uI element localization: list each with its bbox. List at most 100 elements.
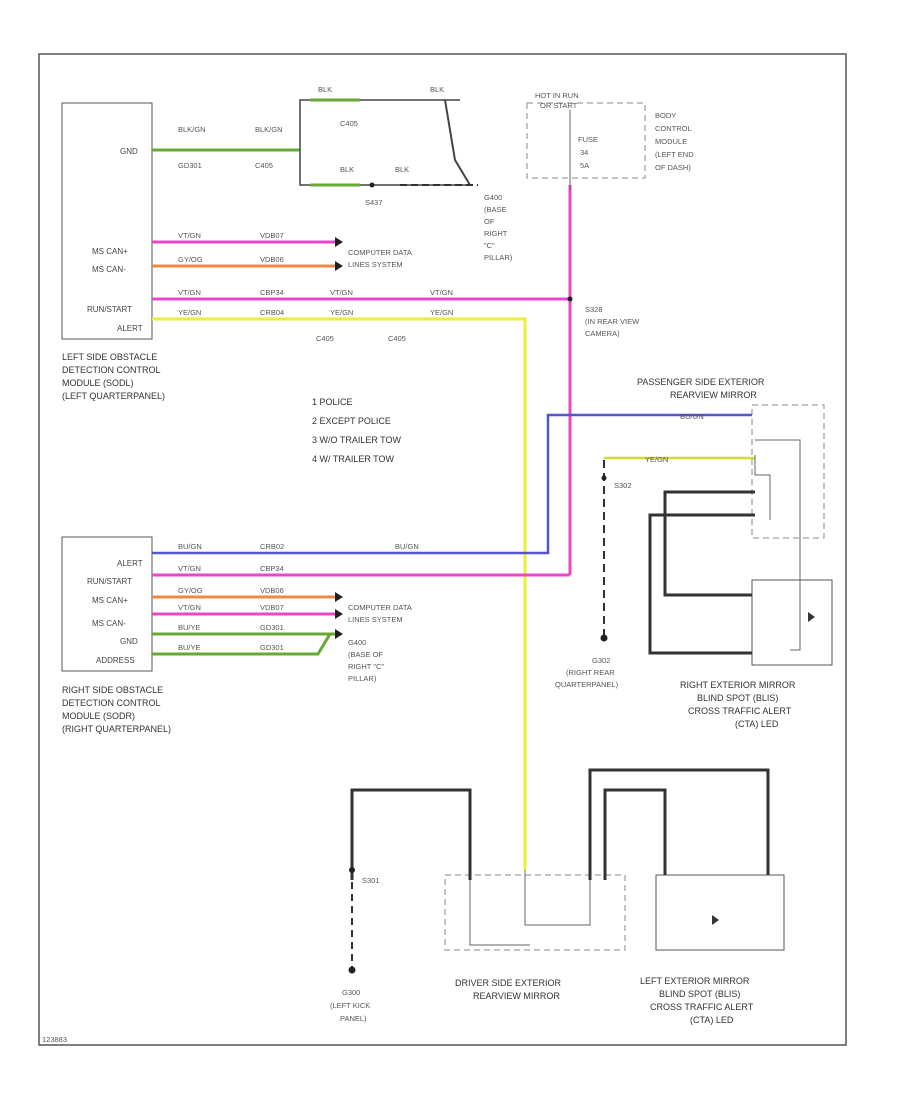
left-bsm-name-2: DETECTION CONTROL xyxy=(62,365,161,375)
g300-dot xyxy=(348,966,356,974)
computer-data-right-2: LINES SYSTEM xyxy=(348,615,403,624)
left-bsm-module-box xyxy=(61,102,153,340)
wire-label-bu-gn: BU/GN xyxy=(178,542,202,551)
left-led-2: BLIND SPOT (BLIS) xyxy=(659,989,740,999)
right-bsm-name-3: MODULE (SODR) xyxy=(62,711,135,721)
fuse-label-3: 5A xyxy=(580,161,589,170)
wire-label-ye-gn-2: YE/GN xyxy=(330,308,353,317)
wire-label-blk-top-2: BLK xyxy=(430,85,444,94)
right-led-3: CROSS TRAFFIC ALERT xyxy=(688,706,792,716)
wire-label-vt-gn-top: VT/GN xyxy=(178,231,201,240)
bcm-label-4: (LEFT END xyxy=(655,150,694,159)
bcm-label-1: BODY xyxy=(655,111,676,120)
legend-item-3: 3 W/O TRAILER TOW xyxy=(312,435,402,445)
driver-mirror-box xyxy=(444,874,626,951)
wire-label-ye-gn-3: YE/GN xyxy=(430,308,453,317)
wire-label-gy-og-top: GY/OG xyxy=(178,255,203,264)
right-bsm-pin-run-start: RUN/START xyxy=(87,577,132,586)
s301-label: S301 xyxy=(362,876,380,885)
g400-top-1: G400 xyxy=(484,193,502,202)
g302-dot xyxy=(600,634,608,642)
computer-data-top-2: LINES SYSTEM xyxy=(348,260,403,269)
s328-label-3: CAMERA) xyxy=(585,329,620,338)
right-led-1: RIGHT EXTERIOR MIRROR xyxy=(680,680,796,690)
arrow-g400-right xyxy=(335,629,343,639)
left-bsm-pin-alert: ALERT xyxy=(117,324,143,333)
g302-1: G302 xyxy=(592,656,610,665)
g302-2: (RIGHT REAR xyxy=(566,668,615,677)
wire-passenger-black-2 xyxy=(648,513,755,655)
left-bsm-pin-gnd: GND xyxy=(120,147,138,156)
g302-3: QUARTERPANEL) xyxy=(555,680,619,689)
right-bsm-name-1: RIGHT SIDE OBSTACLE xyxy=(62,685,163,695)
wire-gnd-branch xyxy=(299,99,470,186)
computer-data-top-1: COMPUTER DATA xyxy=(348,248,412,257)
wire-driver-inner xyxy=(469,870,591,946)
wire-label-c405-run-1: C405 xyxy=(316,334,334,343)
s302-label: S302 xyxy=(614,481,632,490)
right-bsm-pin-ms-can-plus: MS CAN+ xyxy=(92,596,128,605)
diagram-frame xyxy=(38,53,847,1046)
wire-driver-black-left xyxy=(350,788,472,880)
right-led-box xyxy=(751,579,833,666)
diagram-id: 123883 xyxy=(42,1035,67,1044)
g400-right-4: PILLAR) xyxy=(348,674,377,683)
driver-mirror-2: REARVIEW MIRROR xyxy=(473,991,560,1001)
left-led-1: LEFT EXTERIOR MIRROR xyxy=(640,976,750,986)
driver-mirror-1: DRIVER SIDE EXTERIOR xyxy=(455,978,562,988)
wire-label-bu-gn-2: BU/GN xyxy=(395,542,419,551)
left-led-4: (CTA) LED xyxy=(690,1015,734,1025)
wire-label-vt-gn-run-2: VT/GN xyxy=(330,288,353,297)
wire-label-vt-gn-right: VT/GN xyxy=(178,564,201,573)
g400-right-1: G400 xyxy=(348,638,366,647)
wire-label-gd301-right: GD301 xyxy=(260,623,284,632)
arrow-computer-data-right-1 xyxy=(335,592,343,602)
g400-right-3: RIGHT "C" xyxy=(348,662,384,671)
g300-2: (LEFT KICK xyxy=(330,1001,370,1010)
wire-alert-right xyxy=(152,413,752,555)
wire-label-vt-gn-run-3: VT/GN xyxy=(430,288,453,297)
wire-blk-to-g400 xyxy=(444,99,471,186)
fuse-header-1: HOT IN RUN xyxy=(535,91,579,100)
wire-label-blk-mid-2: BLK xyxy=(395,165,409,174)
splice-s437-dot xyxy=(369,182,375,188)
wire-label-cbp34-right: CBP34 xyxy=(260,564,284,573)
left-led-3: CROSS TRAFFIC ALERT xyxy=(650,1002,754,1012)
legend-item-1: 1 POLICE xyxy=(312,397,353,407)
s301-dot xyxy=(349,867,355,873)
bcm-label-2: CONTROL xyxy=(655,124,692,133)
wire-label-blk-gn-1: BLK/GN xyxy=(178,125,206,134)
right-bsm-pin-address: ADDRESS xyxy=(96,656,135,665)
wire-label-vdb06-right: VDB06 xyxy=(260,586,284,595)
right-bsm-name-2: DETECTION CONTROL xyxy=(62,698,161,708)
wire-label-lime-passenger: YE/GN xyxy=(645,455,668,464)
wire-label-bu-ye-2: BU/YE xyxy=(178,643,201,652)
wire-label-blk-top: BLK xyxy=(318,85,332,94)
right-bsm-pin-ms-can-minus: MS CAN- xyxy=(92,619,126,628)
computer-data-right-1: COMPUTER DATA xyxy=(348,603,412,612)
right-bsm-pin-gnd: GND xyxy=(120,637,138,646)
led-symbol-left xyxy=(712,915,719,925)
wire-label-crb04: CRB04 xyxy=(260,308,284,317)
fuse-box xyxy=(526,102,646,179)
left-led-box xyxy=(655,874,785,951)
wire-label-c405: C405 xyxy=(255,161,273,170)
right-led-2: BLIND SPOT (BLIS) xyxy=(697,693,778,703)
legend-item-4: 4 W/ TRAILER TOW xyxy=(312,454,395,464)
passenger-mirror-box xyxy=(751,404,825,539)
wire-label-vt-gn-run: VT/GN xyxy=(178,288,201,297)
wire-label-blu-passenger: BU/GN xyxy=(680,412,704,421)
left-bsm-pin-run-start: RUN/START xyxy=(87,305,132,314)
wire-label-crb02: CRB02 xyxy=(260,542,284,551)
left-bsm-name-1: LEFT SIDE OBSTACLE xyxy=(62,352,157,362)
s328-label-1: S328 xyxy=(585,305,603,314)
wire-label-cbp34: CBP34 xyxy=(260,288,284,297)
wire-label-gd301: GD301 xyxy=(178,161,202,170)
left-bsm-pin-ms-can-plus: MS CAN+ xyxy=(92,247,128,256)
wire-label-blk-gn-2: BLK/GN xyxy=(255,125,283,134)
wire-label-vdb06-top: VDB06 xyxy=(260,255,284,264)
left-bsm-name-3: MODULE (SODL) xyxy=(62,378,134,388)
right-led-4: (CTA) LED xyxy=(735,719,779,729)
arrow-computer-data-top-1 xyxy=(335,237,343,247)
